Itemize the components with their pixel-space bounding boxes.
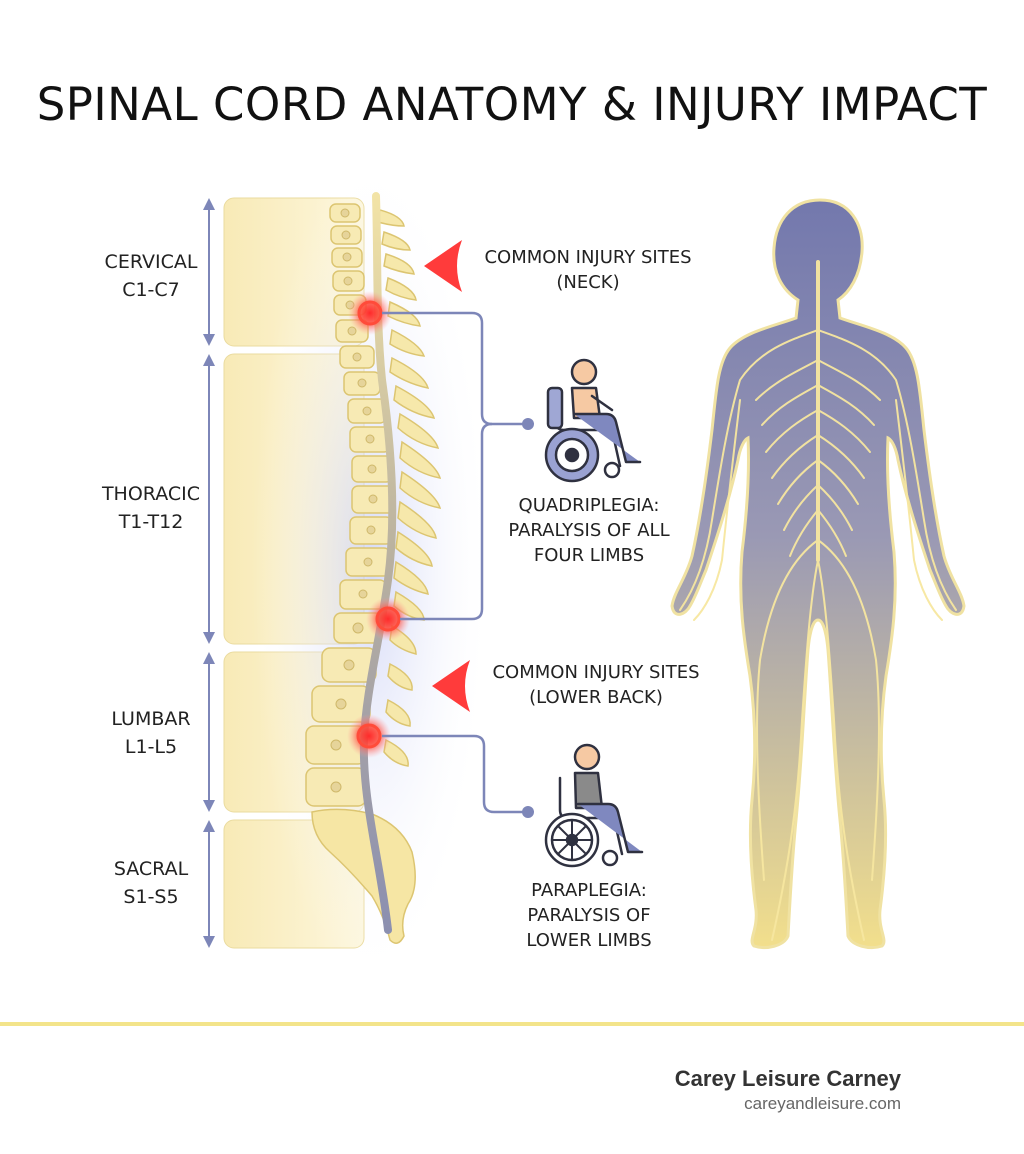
region-label-sacral: SACRAL S1-S5: [86, 855, 216, 911]
wheelchair-icon: [544, 358, 642, 483]
spine: [305, 192, 442, 944]
sacrum: [311, 808, 416, 944]
region-label-cervical: CERVICAL C1-C7: [86, 248, 216, 304]
brand-block: Carey Leisure Carney careyandleisure.com: [675, 1066, 901, 1114]
injury-dot-neck: [348, 291, 392, 335]
callout-injury-lower-back: COMMON INJURY SITES (LOWER BACK): [474, 660, 718, 710]
injury-ring-thoracic: [375, 606, 401, 632]
callout-line: PARALYSIS OF: [527, 905, 651, 926]
bracket-dot-para: [522, 806, 534, 818]
region-range: C1-C7: [122, 279, 180, 301]
region-range: L1-L5: [124, 736, 178, 758]
bracket-connectors: [382, 311, 528, 814]
callout-line: COMMON INJURY SITES: [492, 662, 700, 683]
nerve-network: [679, 260, 957, 941]
callout-line: COMMON INJURY SITES: [484, 247, 692, 268]
callout-line: (LOWER BACK): [529, 687, 663, 708]
page-title: SPINAL CORD ANATOMY & INJURY IMPACT: [36, 78, 988, 131]
footer-divider: [0, 1022, 1024, 1026]
region-label-lumbar: LUMBAR L1-L5: [86, 705, 216, 761]
brand-name: Carey Leisure Carney: [674, 1066, 901, 1091]
bracket-dot-quad: [522, 418, 534, 430]
region-name: CERVICAL: [104, 251, 198, 273]
pointer-lower-back: [432, 660, 470, 712]
region-name: LUMBAR: [111, 708, 191, 730]
injury-sites: [347, 291, 410, 758]
callout-quadriplegia: QUADRIPLEGIA: PARALYSIS OF ALL FOUR LIMB…: [494, 493, 684, 568]
region-arrows: [203, 198, 215, 948]
injury-ring-lumbar: [356, 723, 382, 749]
injury-dot-thoracic: [366, 597, 410, 641]
brand-url: careyandleisure.com: [744, 1094, 901, 1113]
injury-dot-lumbar: [347, 714, 391, 758]
pointer-neck: [424, 240, 462, 292]
callout-paraplegia: PARAPLEGIA: PARALYSIS OF LOWER LIMBS: [494, 878, 684, 953]
region-name: THORACIC: [101, 483, 201, 505]
callout-line: PARALYSIS OF ALL: [508, 520, 670, 541]
callout-line: (NECK): [556, 272, 620, 293]
callout-line: LOWER LIMBS: [526, 930, 652, 951]
human-body-figure: [670, 198, 966, 950]
callout-injury-neck: COMMON INJURY SITES (NECK): [466, 245, 710, 295]
callout-line: FOUR LIMBS: [533, 545, 645, 566]
injury-pointers: [424, 240, 470, 712]
callout-line: PARAPLEGIA:: [531, 880, 647, 901]
injury-ring-neck: [357, 300, 383, 326]
region-range: S1-S5: [123, 886, 179, 908]
wheelchair-icon: [544, 743, 644, 868]
region-range: T1-T12: [118, 511, 184, 533]
region-label-thoracic: THORACIC T1-T12: [86, 480, 216, 536]
callout-line: QUADRIPLEGIA:: [518, 495, 660, 516]
region-name: SACRAL: [113, 858, 189, 880]
